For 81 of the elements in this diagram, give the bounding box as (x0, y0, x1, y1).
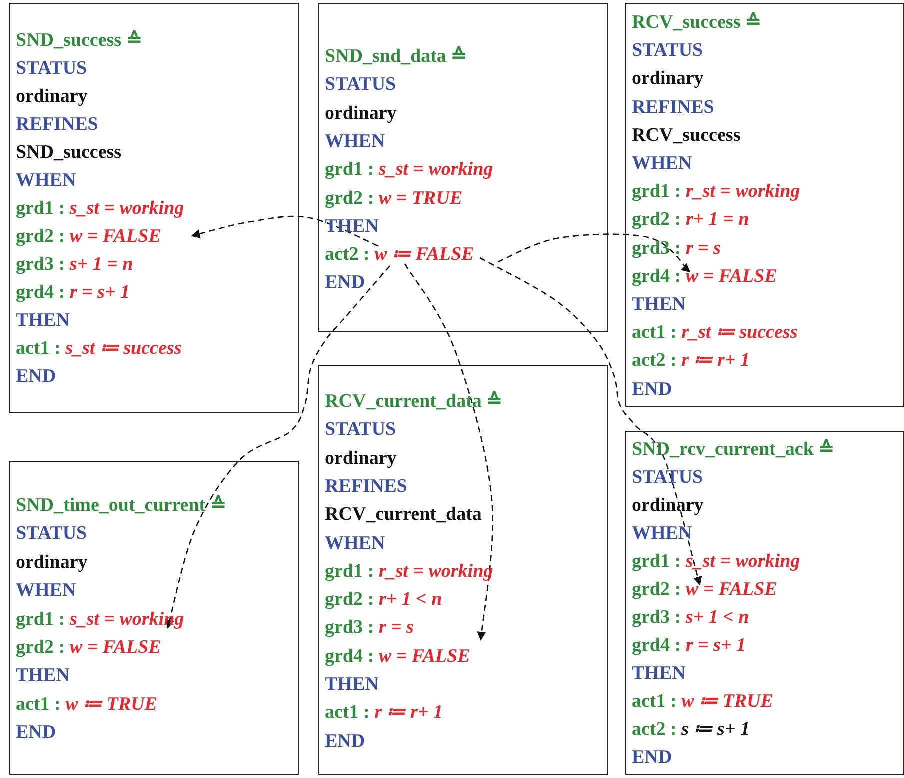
keyword: WHEN (632, 153, 692, 175)
keyword: REFINES (632, 96, 714, 119)
keyword: END (16, 366, 56, 388)
guard-or-action: grd1 : s_st = working (16, 198, 184, 220)
event-name: SND_time_out_current ≙ (16, 495, 226, 517)
keyword: REFINES (16, 114, 98, 136)
event-name: RCV_current_data ≙ (325, 391, 503, 413)
keyword: THEN (632, 294, 686, 316)
event-box (9, 461, 299, 775)
guard-or-action: grd3 : s+ 1 = n (16, 254, 134, 276)
dashed-arrow (480, 257, 702, 586)
plain-value: ordinary (16, 86, 88, 108)
dashed-arrow (166, 266, 390, 629)
plain-value: ordinary (632, 495, 704, 517)
guard-or-action: grd2 : w = FALSE (632, 579, 778, 601)
keyword: STATUS (325, 419, 396, 442)
keyword: WHEN (325, 532, 386, 554)
keyword: THEN (16, 665, 70, 688)
keyword: END (632, 378, 672, 401)
guard-or-action: act2 : w ≔ FALSE (325, 244, 474, 266)
keyword: END (632, 747, 672, 769)
keyword: STATUS (325, 74, 396, 96)
event-name: RCV_success ≙ (632, 12, 762, 34)
guard-or-action: grd4 : r = s+ 1 (632, 635, 746, 657)
guard-or-action: grd3 : s+ 1 < n (632, 607, 750, 629)
guard-or-action: grd4 : r = s+ 1 (16, 282, 130, 304)
guard-or-action: grd1 : r_st = working (325, 560, 494, 583)
plain-value: RCV_success (632, 124, 741, 147)
plain-value: ordinary (325, 448, 397, 470)
plain-value: RCV_current_data (325, 504, 482, 526)
event-name: SND_rcv_current_ack ≙ (632, 439, 835, 461)
event-box (318, 3, 608, 332)
event-box (625, 431, 904, 775)
event-name: SND_success ≙ (16, 30, 142, 52)
event-name: SND_snd_data ≙ (325, 46, 468, 68)
keyword: THEN (325, 216, 379, 238)
guard-or-action: grd4 : w = FALSE (632, 266, 778, 288)
guard-or-action: act1 : w ≔ TRUE (16, 694, 158, 716)
guard-or-action: grd2 : w = FALSE (16, 637, 162, 659)
dashed-arrow (498, 234, 691, 273)
keyword: WHEN (325, 130, 386, 153)
dashed-arrow (191, 216, 378, 247)
guard-or-action: act2 : s ≔ s+ 1 (632, 719, 750, 741)
keyword: THEN (16, 310, 70, 332)
guard-or-action: grd2 : w = TRUE (325, 188, 463, 210)
guard-or-action: grd4 : w = FALSE (325, 646, 470, 668)
keyword: END (16, 722, 56, 744)
keyword: WHEN (16, 580, 76, 602)
guard-or-action: grd2 : r+ 1 < n (325, 589, 442, 612)
guard-or-action: grd3 : r = s (632, 238, 721, 260)
guard-or-action: grd1 : r_st = working (632, 181, 800, 204)
keyword: WHEN (16, 170, 76, 192)
guard-or-action: act1 : r_st ≔ success (632, 322, 798, 344)
plain-value: SND_success (16, 142, 122, 164)
guard-or-action: grd2 : w = FALSE (16, 226, 162, 248)
guard-or-action: grd1 : s_st = working (16, 608, 184, 631)
guard-or-action: grd1 : s_st = working (325, 159, 494, 182)
guard-or-action: grd2 : r+ 1 = n (632, 209, 750, 232)
guard-or-action: act1 : w ≔ TRUE (632, 691, 774, 713)
keyword: REFINES (325, 476, 408, 498)
guard-or-action: act1 : s_st ≔ success (16, 338, 182, 360)
keyword: STATUS (632, 467, 704, 489)
keyword: END (325, 272, 366, 294)
event-box (318, 365, 608, 775)
guard-or-action: grd1 : s_st = working (632, 551, 800, 573)
event-box (9, 3, 299, 413)
plain-value: ordinary (16, 552, 88, 574)
guard-or-action: act1 : r ≔ r+ 1 (325, 702, 443, 724)
guard-or-action: act2 : r ≔ r+ 1 (632, 350, 750, 372)
plain-value: ordinary (325, 102, 397, 125)
keyword: THEN (325, 674, 379, 696)
dashed-arrow (404, 264, 494, 641)
keyword: THEN (632, 663, 686, 685)
keyword: STATUS (632, 40, 704, 62)
keyword: WHEN (632, 523, 692, 545)
keyword: STATUS (16, 58, 88, 80)
event-box (625, 3, 904, 407)
guard-or-action: grd3 : r = s (325, 617, 414, 640)
keyword: END (325, 730, 366, 753)
plain-value: ordinary (632, 68, 704, 90)
keyword: STATUS (16, 523, 88, 546)
